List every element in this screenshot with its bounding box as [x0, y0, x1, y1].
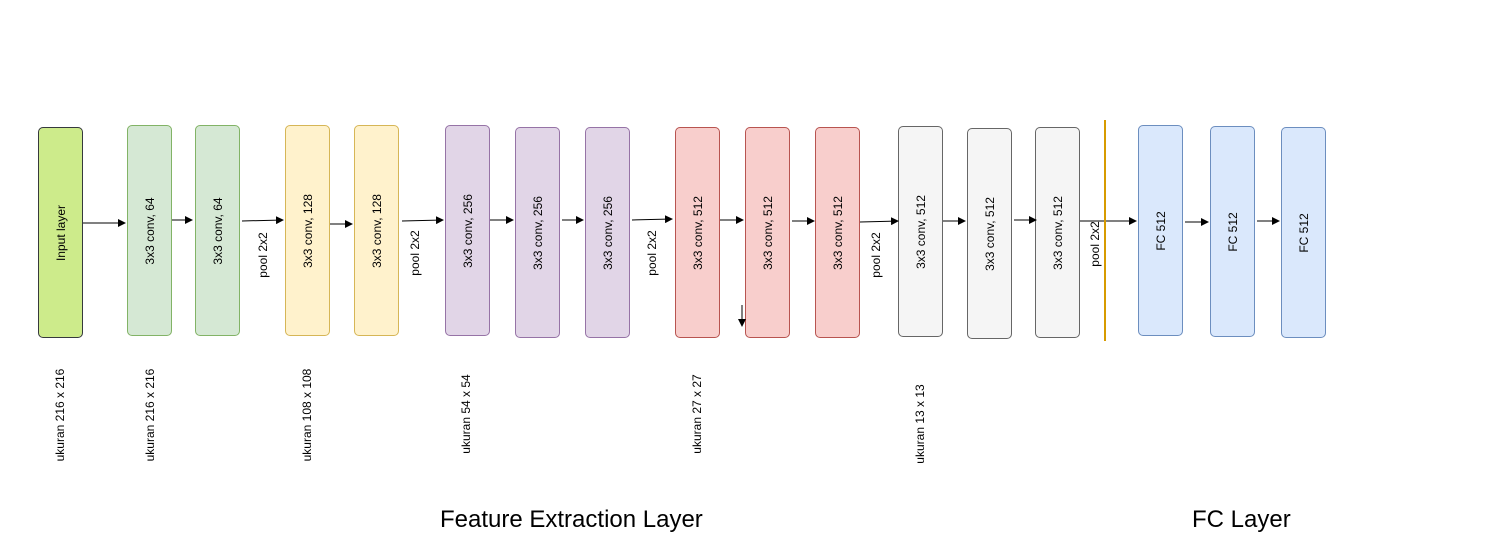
size-label: ukuran 216 x 216 — [53, 368, 67, 462]
conv-block-5: 3x3 conv, 256 — [445, 125, 490, 336]
fc-block-1: FC 512 — [1138, 125, 1183, 336]
fc-block-3: FC 512 — [1281, 127, 1326, 338]
input-layer-block: Input layer — [38, 127, 83, 338]
arrow — [631, 215, 673, 224]
arrow — [241, 216, 284, 225]
conv-block-6: 3x3 conv, 256 — [515, 127, 560, 338]
pool-label: pool 2x2 — [869, 232, 883, 278]
arrow — [859, 217, 899, 226]
conv-block-8: 3x3 conv, 512 — [675, 127, 720, 338]
conv-block-4: 3x3 conv, 128 — [354, 125, 399, 336]
feature-extraction-title: Feature Extraction Layer — [440, 506, 703, 533]
size-label: ukuran 54 x 54 — [459, 374, 473, 454]
conv-block-9: 3x3 conv, 512 — [745, 127, 790, 338]
conv-block-10: 3x3 conv, 512 — [815, 127, 860, 338]
size-label: ukuran 108 x 108 — [300, 368, 314, 462]
conv-block-7: 3x3 conv, 256 — [585, 127, 630, 338]
fc-block-2: FC 512 — [1210, 126, 1255, 337]
conv-block-2: 3x3 conv, 64 — [195, 125, 240, 336]
conv-block-12: 3x3 conv, 512 — [967, 128, 1012, 339]
pool-label: pool 2x2 — [256, 232, 270, 278]
conv-block-13: 3x3 conv, 512 — [1035, 127, 1080, 338]
size-label: ukuran 27 x 27 — [690, 374, 704, 454]
conv-block-11: 3x3 conv, 512 — [898, 126, 943, 337]
arrow — [401, 216, 444, 225]
size-label: ukuran 216 x 216 — [143, 368, 157, 462]
conv-block-1: 3x3 conv, 64 — [127, 125, 172, 336]
conv-block-3: 3x3 conv, 128 — [285, 125, 330, 336]
pool-label: pool 2x2 — [645, 230, 659, 276]
pool-label: pool 2x2 — [1088, 221, 1102, 267]
pool-label: pool 2x2 — [408, 230, 422, 276]
size-label: ukuran 13 x 13 — [913, 384, 927, 464]
fc-layer-title: FC Layer — [1192, 506, 1291, 533]
